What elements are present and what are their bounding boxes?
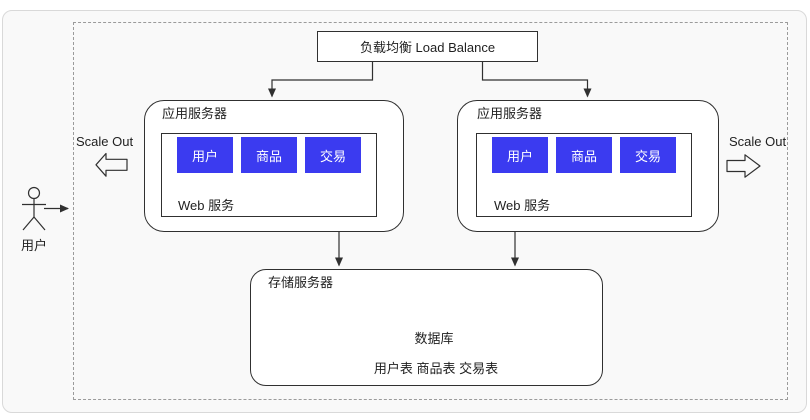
load-balancer-node[interactable]: 负载均衡 Load Balance (317, 31, 538, 62)
module-user-right-label: 用户 (506, 148, 533, 164)
database-label: 数据库 (414, 331, 454, 346)
module-trade-left-label: 交易 (319, 148, 346, 164)
storage-server-node[interactable] (250, 269, 603, 386)
web-service-left-label: Web 服务 (178, 198, 235, 213)
app-server-left-title: 应用服务器 (162, 106, 228, 121)
module-product-left-label: 商品 (255, 148, 282, 164)
module-product-left[interactable]: 商品 (241, 137, 297, 173)
module-trade-right[interactable]: 交易 (620, 137, 676, 173)
module-product-right-label: 商品 (570, 148, 597, 164)
load-balancer-label: 负载均衡 Load Balance (359, 40, 496, 55)
module-user-right[interactable]: 用户 (492, 137, 548, 173)
scale-out-right-label: Scale Out (729, 134, 787, 149)
storage-tables-label: 用户表 商品表 交易表 (373, 361, 499, 376)
app-server-right-title: 应用服务器 (477, 106, 543, 121)
scale-out-left-label: Scale Out (76, 134, 134, 149)
web-service-right-label: Web 服务 (494, 198, 551, 213)
module-user-left[interactable]: 用户 (177, 137, 233, 173)
storage-server-title: 存储服务器 (268, 275, 334, 290)
module-user-left-label: 用户 (191, 148, 218, 164)
module-trade-right-label: 交易 (634, 148, 661, 164)
user-actor-label: 用户 (20, 238, 48, 253)
scale-boundary (73, 22, 788, 400)
module-product-right[interactable]: 商品 (556, 137, 612, 173)
module-trade-left[interactable]: 交易 (305, 137, 361, 173)
